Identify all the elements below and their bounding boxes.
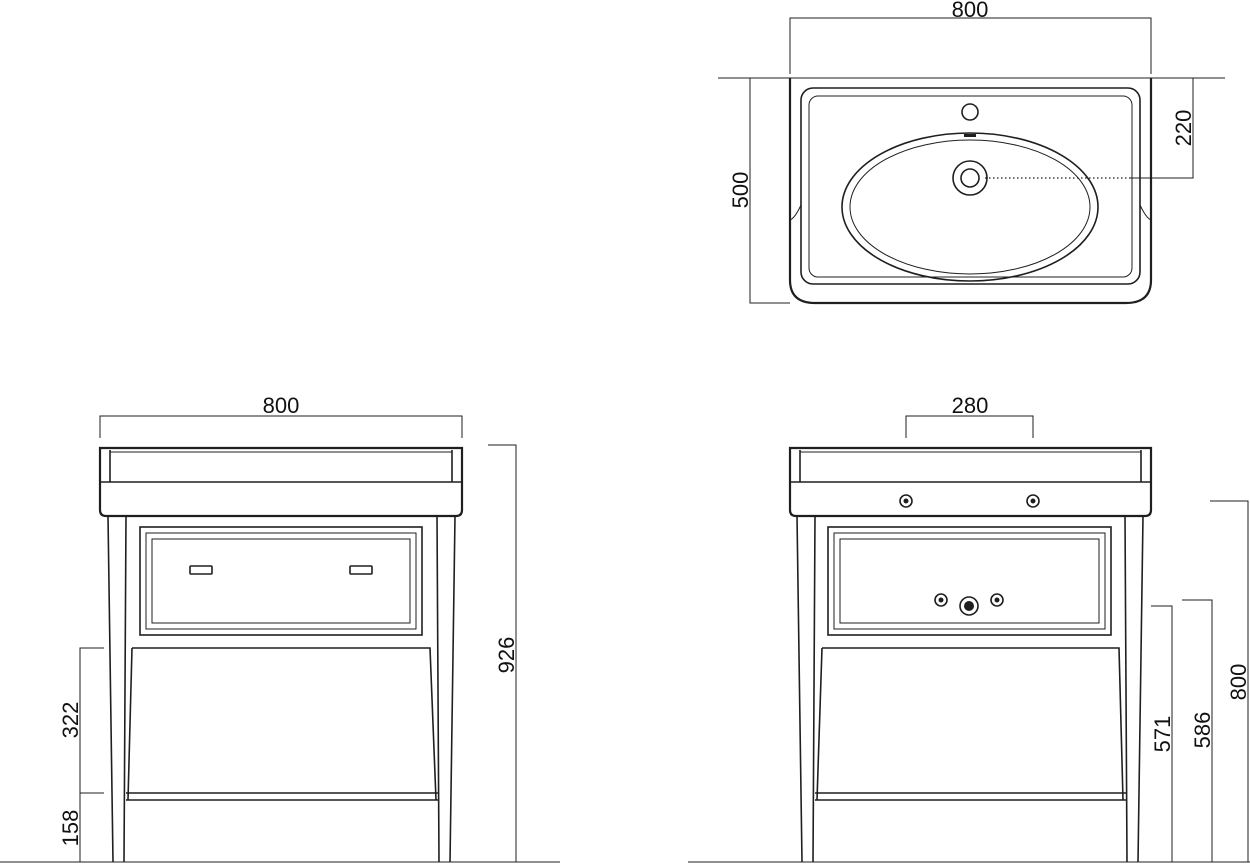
water-inlet-right-icon xyxy=(990,593,1004,607)
bowl-inner xyxy=(849,139,1091,275)
back-height-b-label: 586 xyxy=(1190,712,1215,749)
drawer-handle-right-icon[interactable] xyxy=(349,565,373,575)
top-depth-dimension-line xyxy=(749,78,790,304)
front-height-label: 926 xyxy=(494,637,519,674)
front-drawer-frame xyxy=(139,526,423,636)
back-view: 280 571 586 800 xyxy=(688,393,1250,863)
top-tap-offset-dimension-line xyxy=(1130,77,1194,179)
back-shelf xyxy=(815,792,1127,801)
front-shelf-label: 158 xyxy=(58,810,83,847)
top-width-label: 800 xyxy=(952,0,989,22)
top-tap-offset-label: 220 xyxy=(1171,110,1196,147)
back-panel-inner xyxy=(833,532,1106,630)
tap-fitting-left-icon xyxy=(899,494,913,508)
back-height-a-label: 571 xyxy=(1150,716,1175,753)
top-view: 800 500 220 xyxy=(718,0,1225,305)
front-lower-skirt xyxy=(127,647,437,801)
basin-side-notches xyxy=(789,204,1152,221)
back-height-c-label: 800 xyxy=(1226,664,1250,701)
bowl-outer xyxy=(841,132,1099,282)
front-right-leg xyxy=(436,515,456,863)
back-lower-skirt xyxy=(816,647,1124,801)
front-width-label: 800 xyxy=(263,393,300,418)
basin-rim-outer xyxy=(800,87,1141,285)
basin-rim-inner xyxy=(808,95,1133,278)
back-tap-spacing-label: 280 xyxy=(952,393,989,418)
water-inlet-right-dot xyxy=(994,597,1000,603)
water-inlet-left-dot xyxy=(938,597,944,603)
front-height-dimension-line xyxy=(488,444,517,862)
back-height-b-dimension-line xyxy=(1182,599,1213,862)
back-panel-recess xyxy=(839,538,1100,624)
back-height-c-dimension-line xyxy=(1210,500,1249,862)
back-basin xyxy=(788,446,1153,518)
back-height-a-dimension-line xyxy=(1151,605,1173,862)
top-width-dimension-line xyxy=(789,17,1152,74)
front-basin-lip xyxy=(100,450,462,483)
front-basin xyxy=(98,446,464,518)
drawer-handle-left-icon[interactable] xyxy=(189,565,213,575)
tap-fitting-right-dot xyxy=(1030,498,1036,504)
overflow-slot xyxy=(964,134,976,137)
front-apron-dimension-line xyxy=(79,647,104,862)
tap-fitting-left-dot xyxy=(903,498,909,504)
front-apron-label: 322 xyxy=(58,702,83,739)
waste-outlet-core xyxy=(964,601,974,611)
front-drawer-inner xyxy=(151,538,411,624)
back-right-leg xyxy=(1124,515,1144,863)
front-view: 800 926 322 158 xyxy=(0,393,560,863)
front-drawer-panel xyxy=(145,532,417,630)
back-panel-frame xyxy=(827,526,1112,636)
front-shelf xyxy=(126,792,439,801)
drain-inner-icon xyxy=(960,168,980,188)
front-width-dimension-line xyxy=(99,415,463,438)
tap-fitting-right-icon xyxy=(1026,494,1040,508)
basin-outline xyxy=(788,78,1153,305)
tap-hole-icon xyxy=(961,103,979,121)
back-left-leg xyxy=(796,515,816,863)
back-basin-lip xyxy=(790,450,1151,483)
water-inlet-left-icon xyxy=(934,593,948,607)
front-left-leg xyxy=(107,515,127,863)
waste-outlet-icon xyxy=(959,596,979,616)
drain-outer-icon xyxy=(952,160,988,196)
back-tap-spacing-dimension-line xyxy=(905,415,1034,438)
top-depth-label: 500 xyxy=(728,172,753,209)
